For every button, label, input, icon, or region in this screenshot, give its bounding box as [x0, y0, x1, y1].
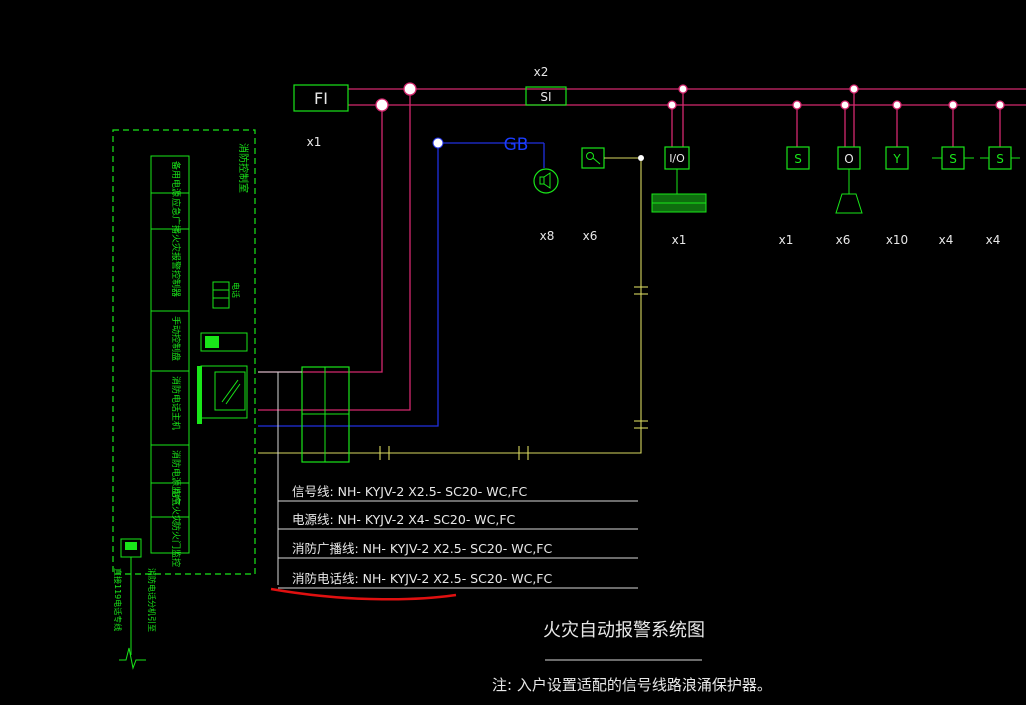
control-cell-label: 消防电话主机 [170, 376, 182, 430]
junction-box [301, 366, 350, 463]
sensor-b-count: x4 [986, 233, 1001, 247]
io-label: I/O [669, 152, 685, 165]
heat-detector-icon[interactable]: Y [885, 146, 909, 170]
control-cell-label: 消防电源监控 [170, 450, 182, 504]
control-room-cells: 备用电源应急广播火灾报警控制器手动控制盘消防电话主机消防电源监控电气火灾防火门监… [150, 155, 190, 567]
smoke-label: S [794, 152, 802, 166]
control-cell-box [150, 444, 190, 484]
control-cell-label: 手动控制盘 [170, 316, 182, 361]
fi-label: FI [314, 89, 328, 108]
cable-note-text: 信号线: NH- KYJV-2 X2.5- SC20- WC,FC [292, 484, 527, 499]
control-cell-label: 电气火灾 [170, 488, 182, 524]
si-count: x2 [534, 65, 549, 79]
cable-note-text: 消防广播线: NH- KYJV-2 X2.5- SC20- WC,FC [292, 541, 552, 556]
cable-note-text: 消防电话线: NH- KYJV-2 X2.5- SC20- WC,FC [292, 571, 552, 586]
si-module[interactable]: SI [525, 86, 567, 106]
control-cell-box [150, 228, 190, 312]
control-cell-box [150, 482, 190, 518]
manual-label: O [844, 152, 853, 166]
printer-icon: 电话 [212, 281, 241, 309]
heat-count: x10 [886, 233, 908, 247]
io-count: x1 [672, 233, 687, 247]
gb-label: GB [504, 135, 529, 155]
fi-module[interactable]: FI [293, 84, 349, 112]
sensor-a-icon[interactable]: S [932, 146, 974, 170]
cable-notes-leader [258, 371, 302, 585]
smoke-detector-icon[interactable]: S [786, 146, 810, 170]
control-cell-box [150, 155, 190, 194]
signal-bus-lines [258, 88, 1026, 411]
broadcast-line [258, 137, 545, 427]
phone-line [258, 155, 648, 460]
sensor-a-count: x4 [939, 233, 954, 247]
junction-dots [375, 82, 1005, 112]
external-phone-icon: 直接119电话专线 消防电话分机引至 [113, 538, 157, 670]
control-cell-label: 备用电源 [170, 161, 182, 197]
phone-jack-count: x6 [583, 229, 598, 243]
control-cell-box [150, 516, 190, 554]
fi-count: x1 [307, 135, 322, 149]
red-annotation-mark [270, 587, 457, 601]
external-label-2: 消防电话分机引至 [147, 568, 157, 632]
io-module[interactable]: I/O [651, 146, 707, 213]
phone-label: 电话 [231, 282, 241, 298]
heat-label: Y [892, 152, 901, 166]
cable-notes: 信号线: NH- KYJV-2 X2.5- SC20- WC,FC 电源线: NH… [278, 484, 638, 589]
manual-count: x6 [836, 233, 851, 247]
control-cell-box [150, 192, 190, 230]
gb-count: x8 [540, 229, 555, 243]
control-cell-label: 防火门监控 [170, 522, 182, 567]
phone-jack-icon [581, 147, 605, 169]
smoke-count: x1 [779, 233, 794, 247]
control-room-title: 消防控制室 [237, 143, 250, 193]
sensor-b-icon[interactable]: S [980, 146, 1020, 170]
cable-note-text: 电源线: NH- KYJV-2 X4- SC20- WC,FC [292, 512, 516, 527]
sensor-a-label: S [949, 152, 957, 166]
sensor-b-label: S [996, 152, 1004, 166]
control-room: 消防控制室 [112, 129, 256, 575]
control-cell-box [150, 370, 190, 446]
speaker-icon [533, 168, 559, 194]
control-cell-label: 应急广播 [170, 198, 182, 234]
host-icon [197, 332, 248, 424]
control-cell-label: 火灾报警控制器 [170, 234, 182, 297]
note-text: 注: 入户设置适配的信号线路浪涌保护器。 [492, 676, 772, 694]
manual-alarm-icon[interactable]: O [835, 146, 863, 214]
control-cell-box [150, 310, 190, 372]
si-label: SI [540, 90, 551, 104]
diagram-caption: 火灾自动报警系统图 [543, 620, 705, 641]
external-label: 直接119电话专线 [113, 568, 123, 631]
